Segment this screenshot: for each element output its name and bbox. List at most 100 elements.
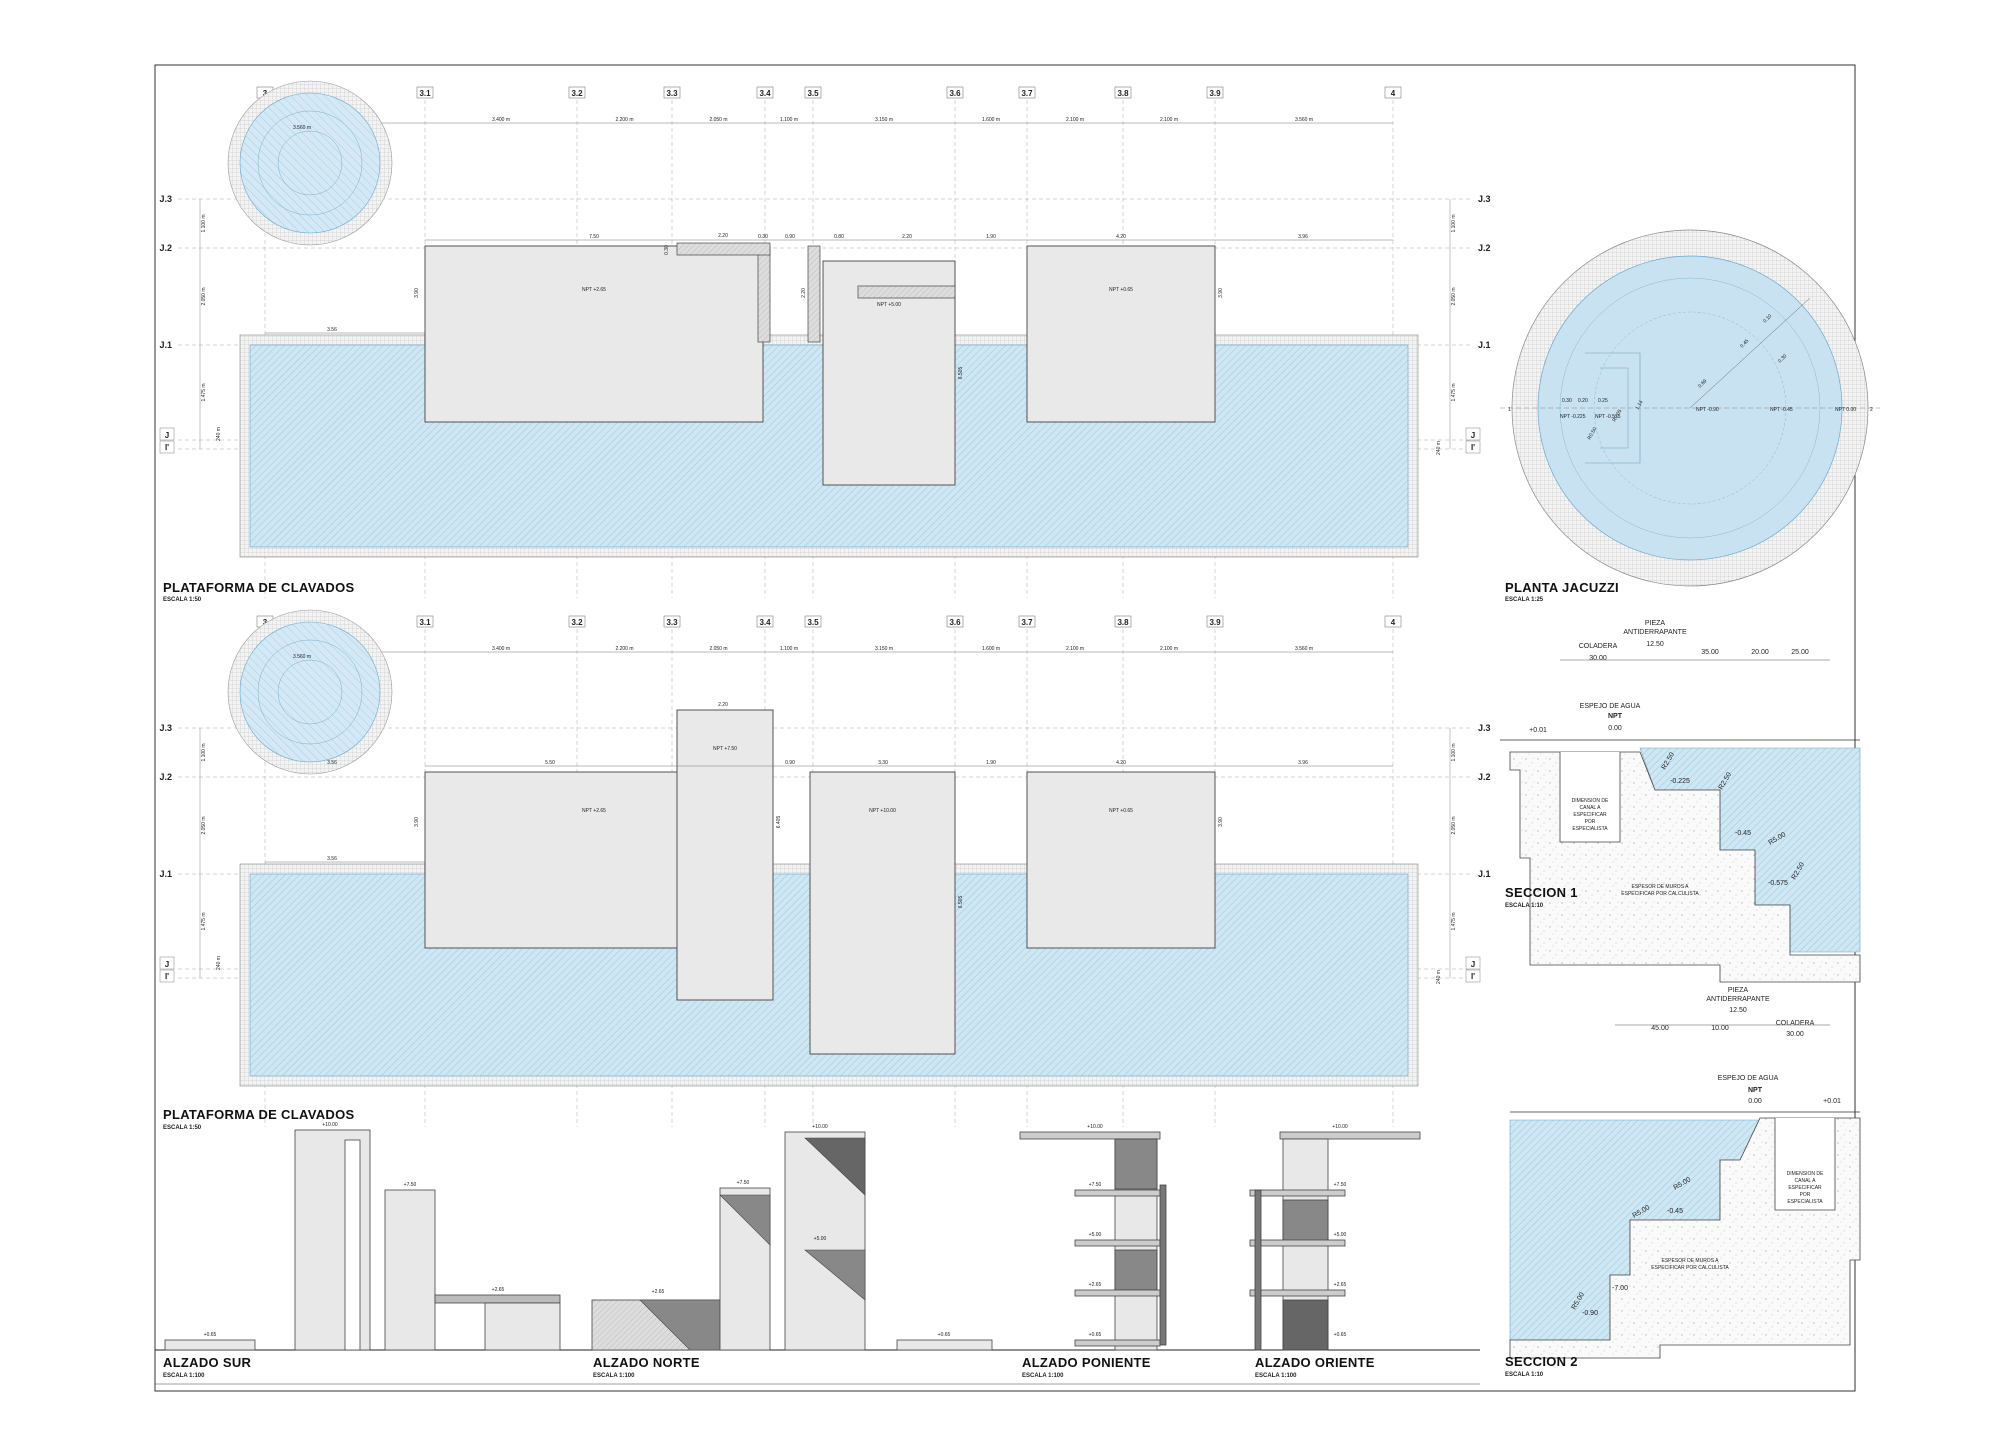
dim-text: 3.560 m xyxy=(293,125,311,131)
grid-column-label: 3.8 xyxy=(1117,618,1129,627)
grid-bubble xyxy=(1114,86,1132,99)
round-pool-water xyxy=(239,621,381,763)
jacuzzi-label: NPT 0.00 xyxy=(1835,407,1856,413)
round-pool-step xyxy=(277,659,343,725)
board xyxy=(676,242,771,256)
jacuzzi-label: NPT -0.45 xyxy=(1770,407,1793,413)
dim-text: 3.30 xyxy=(878,760,888,766)
water-label: NPT xyxy=(1748,1087,1763,1094)
grid-bubble xyxy=(159,969,175,983)
dim-text: 3.56 xyxy=(327,760,337,766)
level-label: -0.45 xyxy=(1735,830,1751,837)
grid-row-label: J.2 xyxy=(159,243,172,253)
grid-bubble xyxy=(159,440,175,454)
dim-text: 2.20 xyxy=(801,288,807,298)
elev-slab xyxy=(1279,1131,1421,1140)
dim-text: 1.475 m xyxy=(1451,912,1457,930)
section-dim: 10.00 xyxy=(1711,1025,1729,1032)
dim-text: 1.475 m xyxy=(1451,383,1457,401)
jacuzzi-label: NPT -0.225 xyxy=(1560,414,1586,420)
grid-bubble xyxy=(1206,86,1224,99)
channel-note: ESPECIFICAR xyxy=(1573,812,1607,818)
grid-column-label: 3.4 xyxy=(759,89,771,98)
grid-column-label: 3.3 xyxy=(666,89,678,98)
grid-bubble xyxy=(1114,615,1132,628)
dim-text: 6.505 xyxy=(958,367,964,380)
dim-text: 3.150 m xyxy=(875,117,893,123)
elev-level: +10.00 xyxy=(322,1122,338,1128)
elev-level: +5.00 xyxy=(1089,1232,1102,1238)
axis-label: 1 xyxy=(1508,407,1511,413)
dim-text: 7.50 xyxy=(589,234,599,240)
grid-row-label: I' xyxy=(1471,443,1475,452)
dim-text: 1.100 m xyxy=(1451,214,1457,232)
dim-text: 1.100 m xyxy=(1451,743,1457,761)
dim-text: 1.90 xyxy=(986,234,996,240)
grid-row-label: J.3 xyxy=(159,194,172,204)
grid-row-label: J.2 xyxy=(1478,243,1491,253)
grid-column-label: 3.5 xyxy=(807,618,819,627)
radius-line xyxy=(1689,297,1811,409)
elev-level: +5.00 xyxy=(1334,1232,1347,1238)
grid-bubble xyxy=(756,86,774,99)
grid-row-label: I' xyxy=(165,443,169,452)
grid-row-label: J xyxy=(1471,960,1475,969)
grid-row-label: J.1 xyxy=(159,869,172,879)
jacuzzi-label: R0.50 xyxy=(1587,426,1599,441)
grid-bubble xyxy=(1206,615,1224,628)
dim-text: 1.600 m xyxy=(982,646,1000,652)
grid-bubble xyxy=(804,86,822,99)
seccion1-scale: ESCALA 1:10 xyxy=(1505,903,1544,909)
channel xyxy=(1774,1118,1836,1211)
jacuzzi-label: 0.10 xyxy=(1762,313,1773,324)
section-dim: COLADERA xyxy=(1776,1020,1815,1027)
jacuzzi-label: 1.14 xyxy=(1635,399,1645,411)
elev-slab xyxy=(1074,1189,1161,1197)
grid-column-label: 3.2 xyxy=(571,618,583,627)
grid-column-label: 3.6 xyxy=(949,89,961,98)
elev-level: +0.65 xyxy=(1089,1332,1102,1338)
elev-panel xyxy=(1282,1299,1329,1351)
dim-text: 240 m xyxy=(1436,441,1442,455)
grid-bubble xyxy=(1018,86,1036,99)
platform xyxy=(1026,771,1216,949)
grid-row-label: J xyxy=(165,431,169,440)
channel-note: CANAL A xyxy=(1795,1178,1817,1184)
grid-bubble xyxy=(756,615,774,628)
grid-row-label: I' xyxy=(165,972,169,981)
grid-bubble xyxy=(159,427,175,441)
water-label: 0.00 xyxy=(1748,1098,1762,1105)
elev-level: +0.65 xyxy=(938,1332,951,1338)
grid-bubble xyxy=(568,86,586,99)
channel-note: CANAL A xyxy=(1580,805,1602,811)
dim-text: 2.100 m xyxy=(1160,117,1178,123)
platform-level: NPT +10.00 xyxy=(869,808,896,814)
elev-level: +0.65 xyxy=(1334,1332,1347,1338)
jacuzzi-label: 0.30 xyxy=(1777,353,1788,364)
level-label: +0.01 xyxy=(1823,1098,1841,1105)
elev-panel xyxy=(1282,1199,1329,1246)
grid-row-label: J.1 xyxy=(1478,340,1491,350)
grid-column-label: 3.3 xyxy=(666,618,678,627)
channel-note: POR xyxy=(1585,819,1596,825)
dim-text: 3.560 m xyxy=(1295,646,1313,652)
jacuzzi-label: NPT -0.90 xyxy=(1696,407,1719,413)
grid-column-label: 3.7 xyxy=(1021,89,1033,98)
platform-level: NPT +2.65 xyxy=(582,287,606,293)
jacuzzi-step xyxy=(1593,311,1787,505)
dim-text: 3.560 m xyxy=(1295,117,1313,123)
grid-row-label: J xyxy=(165,960,169,969)
dim-text: 6.505 xyxy=(958,896,964,909)
sheet-border xyxy=(154,64,1856,1392)
grid-row-label: J.3 xyxy=(1478,723,1491,733)
elev-level: +7.50 xyxy=(1089,1182,1102,1188)
dim-text: 1.90 xyxy=(986,760,996,766)
elev-level: +2.65 xyxy=(1089,1282,1102,1288)
grid-bubble xyxy=(1465,440,1481,454)
elev-level: +10.00 xyxy=(1087,1124,1103,1130)
dim-text: 3.96 xyxy=(1298,234,1308,240)
grid-row-label: J.2 xyxy=(1478,772,1491,782)
grid-column-label: 3 xyxy=(263,618,268,627)
elev-panel xyxy=(1114,1138,1158,1190)
